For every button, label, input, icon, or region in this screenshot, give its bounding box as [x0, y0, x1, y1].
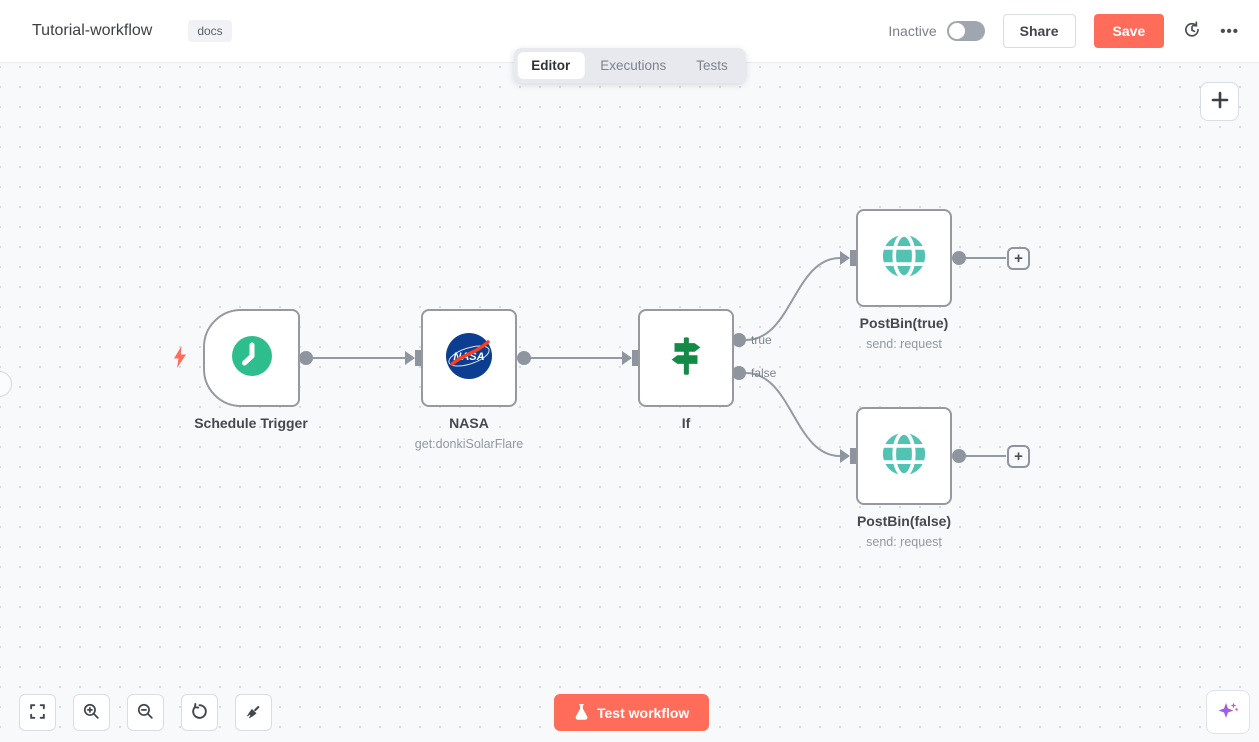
svg-text:NASA: NASA — [453, 351, 484, 363]
save-button[interactable]: Save — [1093, 14, 1165, 48]
broom-icon — [244, 702, 263, 724]
node-postbin-false[interactable] — [856, 407, 952, 505]
zoom-in-button[interactable] — [73, 694, 110, 731]
undo-icon — [190, 702, 209, 724]
canvas-toolbar — [19, 694, 272, 731]
node-if[interactable] — [638, 309, 734, 407]
toggle-knob — [948, 23, 965, 39]
node-subtitle-postbin-false: send: request — [866, 535, 942, 549]
node-nasa[interactable]: NASA — [421, 309, 517, 407]
output-label-true: true — [751, 333, 772, 347]
tidy-up-button[interactable] — [235, 694, 272, 731]
ellipsis-icon: ••• — [1220, 22, 1239, 40]
add-connection-button-false[interactable]: + — [1007, 445, 1030, 468]
test-workflow-button[interactable]: Test workflow — [554, 694, 710, 731]
node-label-postbin-true: PostBin(true) — [859, 315, 949, 331]
tab-tests[interactable]: Tests — [696, 58, 728, 73]
node-schedule-trigger[interactable] — [203, 309, 300, 407]
header: Tutorial-workflow docs Inactive Share Sa… — [0, 0, 1259, 63]
sparkle-icon — [1216, 699, 1240, 726]
node-label-postbin-false: PostBin(false) — [856, 513, 952, 529]
node-label-if: If — [681, 415, 691, 431]
lightning-bolt-icon — [172, 346, 188, 373]
globe-icon — [878, 230, 930, 287]
zoom-out-icon — [136, 702, 155, 724]
edge-if-true-to-postbin — [745, 257, 841, 341]
share-button[interactable]: Share — [1002, 14, 1076, 48]
node-postbin-true[interactable] — [856, 209, 952, 307]
tab-executions[interactable]: Executions — [600, 58, 667, 73]
plus-icon — [1210, 90, 1230, 113]
fit-view-icon — [28, 702, 47, 724]
add-connection-button-true[interactable]: + — [1007, 247, 1030, 270]
clock-icon — [231, 335, 273, 382]
history-icon — [1182, 20, 1202, 43]
nasa-logo-icon: NASA — [444, 331, 494, 386]
workflow-tag[interactable]: docs — [188, 20, 232, 42]
test-workflow-label: Test workflow — [597, 704, 690, 721]
flask-icon — [574, 703, 589, 723]
ai-assistant-button[interactable] — [1206, 690, 1250, 734]
view-tabbar: Editor Executions Tests — [513, 48, 746, 83]
output-label-false: false — [751, 366, 777, 380]
workflow-history-button[interactable] — [1182, 20, 1202, 43]
workflow-title[interactable]: Tutorial-workflow — [32, 22, 153, 39]
active-toggle[interactable] — [946, 21, 985, 41]
more-options-button[interactable]: ••• — [1220, 23, 1239, 40]
zoom-out-button[interactable] — [127, 694, 164, 731]
status-label: Inactive — [888, 23, 937, 39]
globe-icon — [878, 428, 930, 485]
zoom-in-icon — [82, 702, 101, 724]
node-subtitle-postbin-true: send: request — [866, 337, 942, 351]
node-label-nasa: NASA — [449, 415, 489, 431]
signpost-icon — [663, 333, 709, 384]
tab-editor[interactable]: Editor — [517, 52, 585, 79]
fit-view-button[interactable] — [19, 694, 56, 731]
connection-edges — [299, 250, 1006, 464]
add-node-button[interactable] — [1200, 82, 1239, 121]
node-subtitle-nasa: get:donkiSolarFlare — [414, 437, 524, 451]
node-label-schedule-trigger: Schedule Trigger — [194, 415, 308, 431]
reset-zoom-button[interactable] — [181, 694, 218, 731]
edge-if-false-to-postbin — [745, 372, 841, 457]
workflow-canvas[interactable]: Schedule Trigger NASA NASA get:donkiSola… — [0, 63, 1259, 742]
